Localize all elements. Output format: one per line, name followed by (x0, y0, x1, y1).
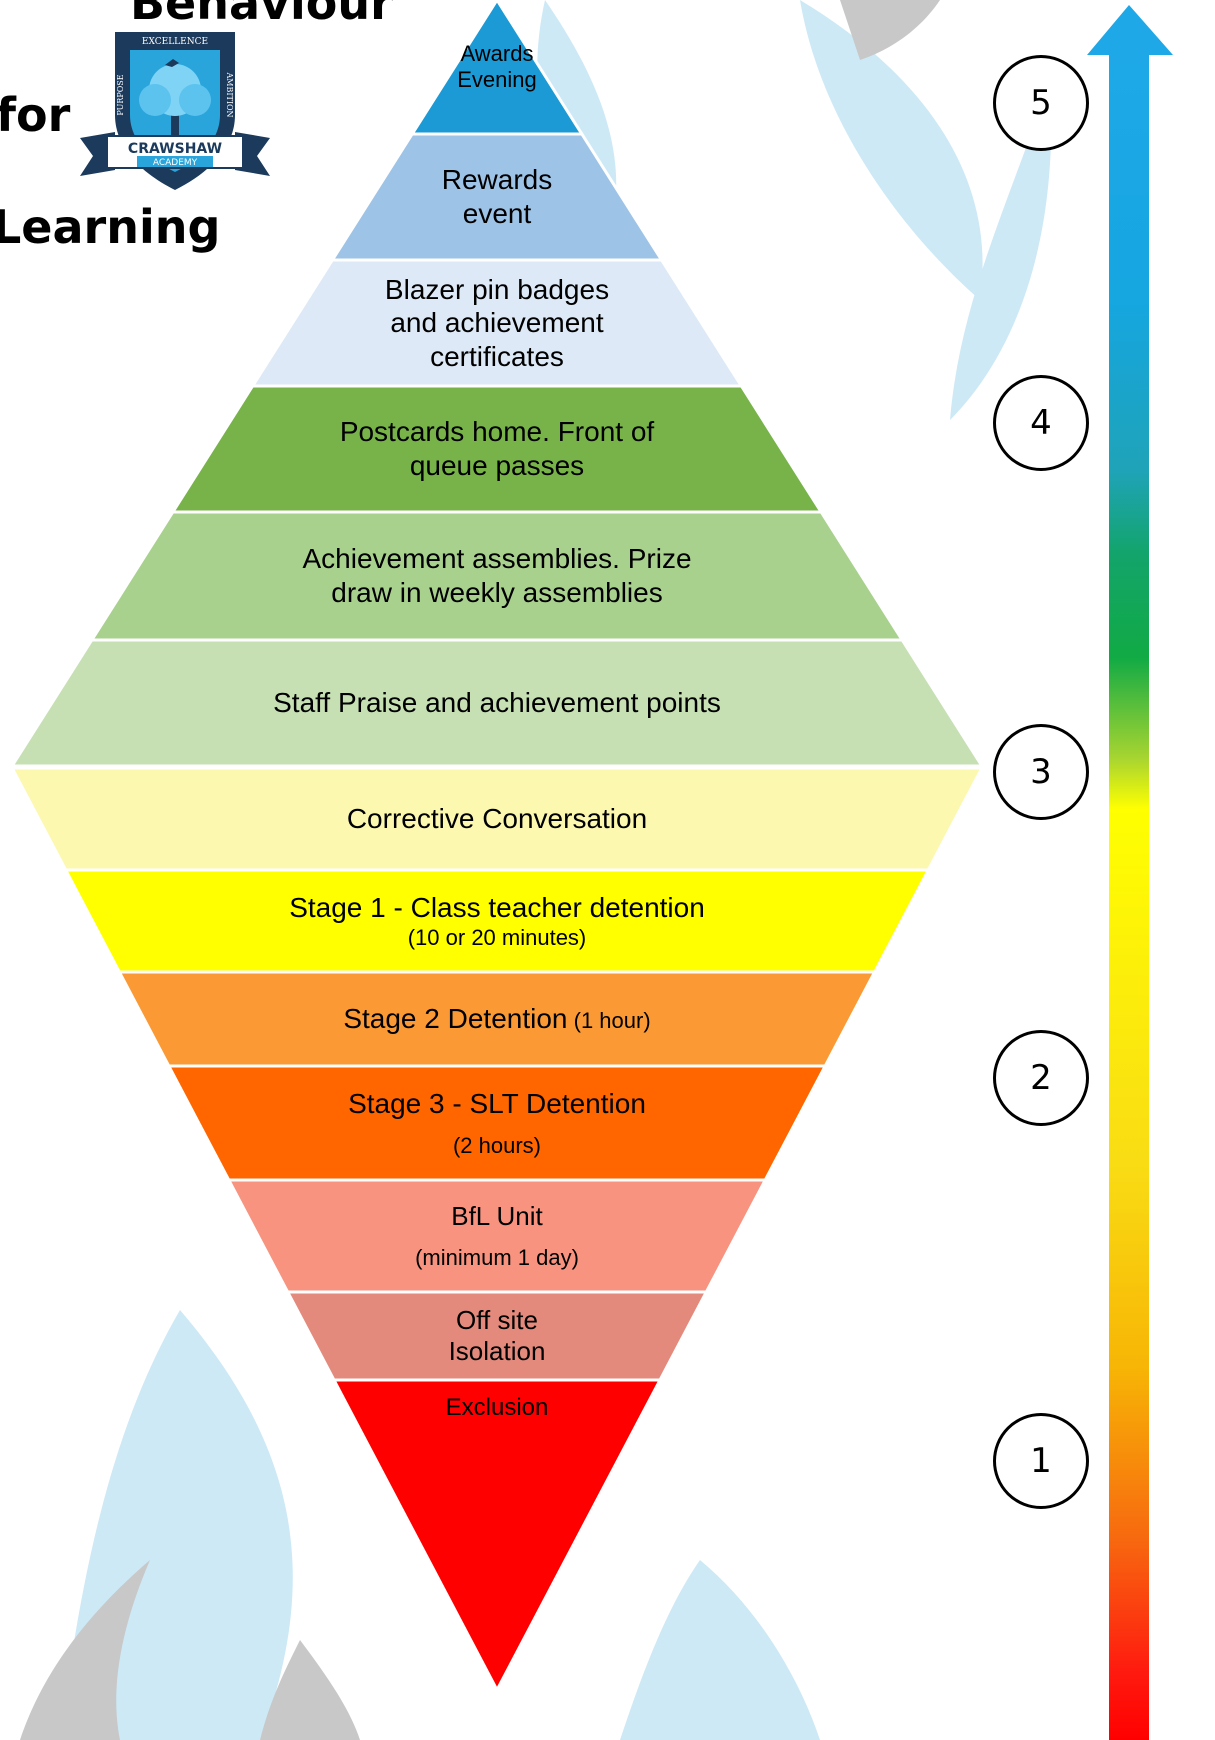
arrow-head (1087, 5, 1173, 55)
page-title-line-2: for (0, 88, 71, 142)
logo-right-text: AMBITION (225, 71, 234, 117)
tree-icon (139, 59, 211, 150)
leaf-shape (950, 80, 1052, 420)
pyramid-down-sub: (2 hours) (452, 1132, 542, 1158)
pyramid-down-sub: Isolation (448, 1335, 546, 1366)
pyramid-up-band-6 (9, 638, 985, 768)
level-marker-1: 1 (993, 1413, 1089, 1509)
logo-top-text: EXCELLENCE (142, 37, 208, 47)
level-marker-2: 2 (993, 1030, 1089, 1126)
pyramid-down-band-7 (331, 1378, 663, 1694)
pyramid-down-main: Off site (456, 1304, 538, 1335)
pyramid-up-label-6: Staff Praise and achievement points (167, 686, 827, 720)
level-marker-3: 3 (993, 724, 1089, 820)
pyramid-down-label-1: Corrective Conversation (167, 802, 827, 836)
leaf-shape (620, 1560, 820, 1740)
pyramid-down-label-3: Stage 2 Detention (1 hour) (167, 1002, 827, 1036)
crawshaw-academy-logo: EXCELLENCE PURPOSE AMBITION CRAWSHAW ACA… (80, 32, 270, 190)
pyramid-up-line: Rewards (441, 164, 553, 196)
pyramid-up-line: Evening (457, 66, 537, 92)
pyramid-up-line: Achievement assemblies. Prize (302, 543, 692, 575)
pyramid-down-main: BfL Unit (451, 1201, 543, 1232)
pyramid-up-line: draw in weekly assemblies (331, 576, 663, 608)
pyramid-down-main: Corrective Conversation (346, 803, 648, 835)
pyramid-down-label-7: Exclusion (167, 1394, 827, 1423)
scale-bar (1109, 48, 1149, 1740)
pyramid-down-label-2: Stage 1 - Class teacher detention(10 or … (167, 891, 827, 951)
page-title-line-1: Behaviour (130, 0, 393, 30)
logo-banner-sub: ACADEMY (153, 158, 198, 168)
level-scale-arrow (1087, 5, 1173, 1740)
pyramid-up-line: certificates (430, 340, 564, 372)
pyramid-down-label-4: Stage 3 - SLT Detention (2 hours) (167, 1087, 827, 1159)
pyramid-up-line: event (462, 197, 532, 229)
leaf-shape (800, 0, 983, 300)
level-marker-4: 4 (993, 375, 1089, 471)
pyramid-down-main: Stage 1 - Class teacher detention (289, 892, 705, 924)
pyramid-up-line: and achievement (390, 307, 604, 339)
pyramid-up-line: queue passes (409, 449, 585, 481)
pyramid-down-label-5: BfL Unit (minimum 1 day) (167, 1201, 827, 1271)
pyramid-down-row: Stage 2 Detention (1 hour) (167, 1002, 827, 1036)
pyramid-down-sub: (1 hour) (567, 1008, 651, 1034)
logo-left-text: PURPOSE (116, 74, 125, 115)
pyramid-up-line: Awards (460, 40, 534, 66)
logo-banner-name: CRAWSHAW (128, 141, 222, 157)
page-title-line-3: Learning (0, 200, 221, 254)
leaf-shape (840, 0, 940, 60)
pyramid-down-sub: (minimum 1 day) (415, 1244, 579, 1270)
pyramid-down-sub: (10 or 20 minutes) (407, 924, 587, 950)
pyramid-down-main: Stage 2 Detention (343, 1003, 568, 1035)
leaf-shape (20, 1560, 150, 1740)
pyramid-down-main: Stage 3 - SLT Detention (348, 1088, 646, 1120)
pyramid-up-line: Postcards home. Front of (339, 416, 655, 448)
level-marker-5: 5 (993, 55, 1089, 151)
pyramid-down-main: Exclusion (445, 1393, 549, 1421)
leaf-shape (260, 1640, 360, 1740)
pyramid-up-line: Blazer pin badges (384, 273, 610, 305)
pyramid-up-line: Staff Praise and achievement points (273, 687, 721, 719)
